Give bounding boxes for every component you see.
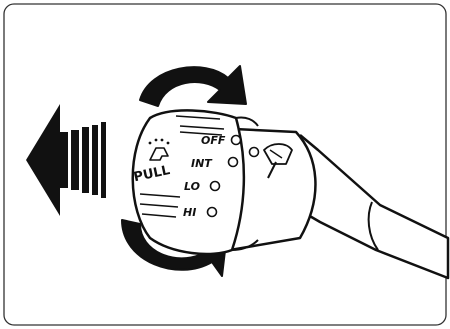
hi-indicator — [206, 206, 218, 218]
int-indicator — [227, 156, 239, 168]
lo-indicator — [209, 180, 221, 192]
collar-indicator — [248, 146, 260, 158]
off-label: OFF — [201, 134, 226, 147]
curved-arrow-counterclockwise-icon — [121, 219, 227, 277]
int-label: INT — [191, 157, 213, 170]
lever-stalk — [295, 134, 450, 280]
washer-spray-icon — [148, 138, 170, 161]
hi-label: HI — [183, 206, 196, 219]
pull-label: PULL — [132, 163, 171, 185]
curved-arrow-clockwise-icon — [139, 65, 247, 107]
wiper-icon — [263, 143, 293, 179]
lo-label: LO — [184, 180, 200, 193]
position-indicators — [206, 134, 260, 218]
off-indicator — [230, 134, 242, 146]
pull-arrow-icon — [26, 104, 106, 216]
lever-knob — [131, 109, 259, 256]
